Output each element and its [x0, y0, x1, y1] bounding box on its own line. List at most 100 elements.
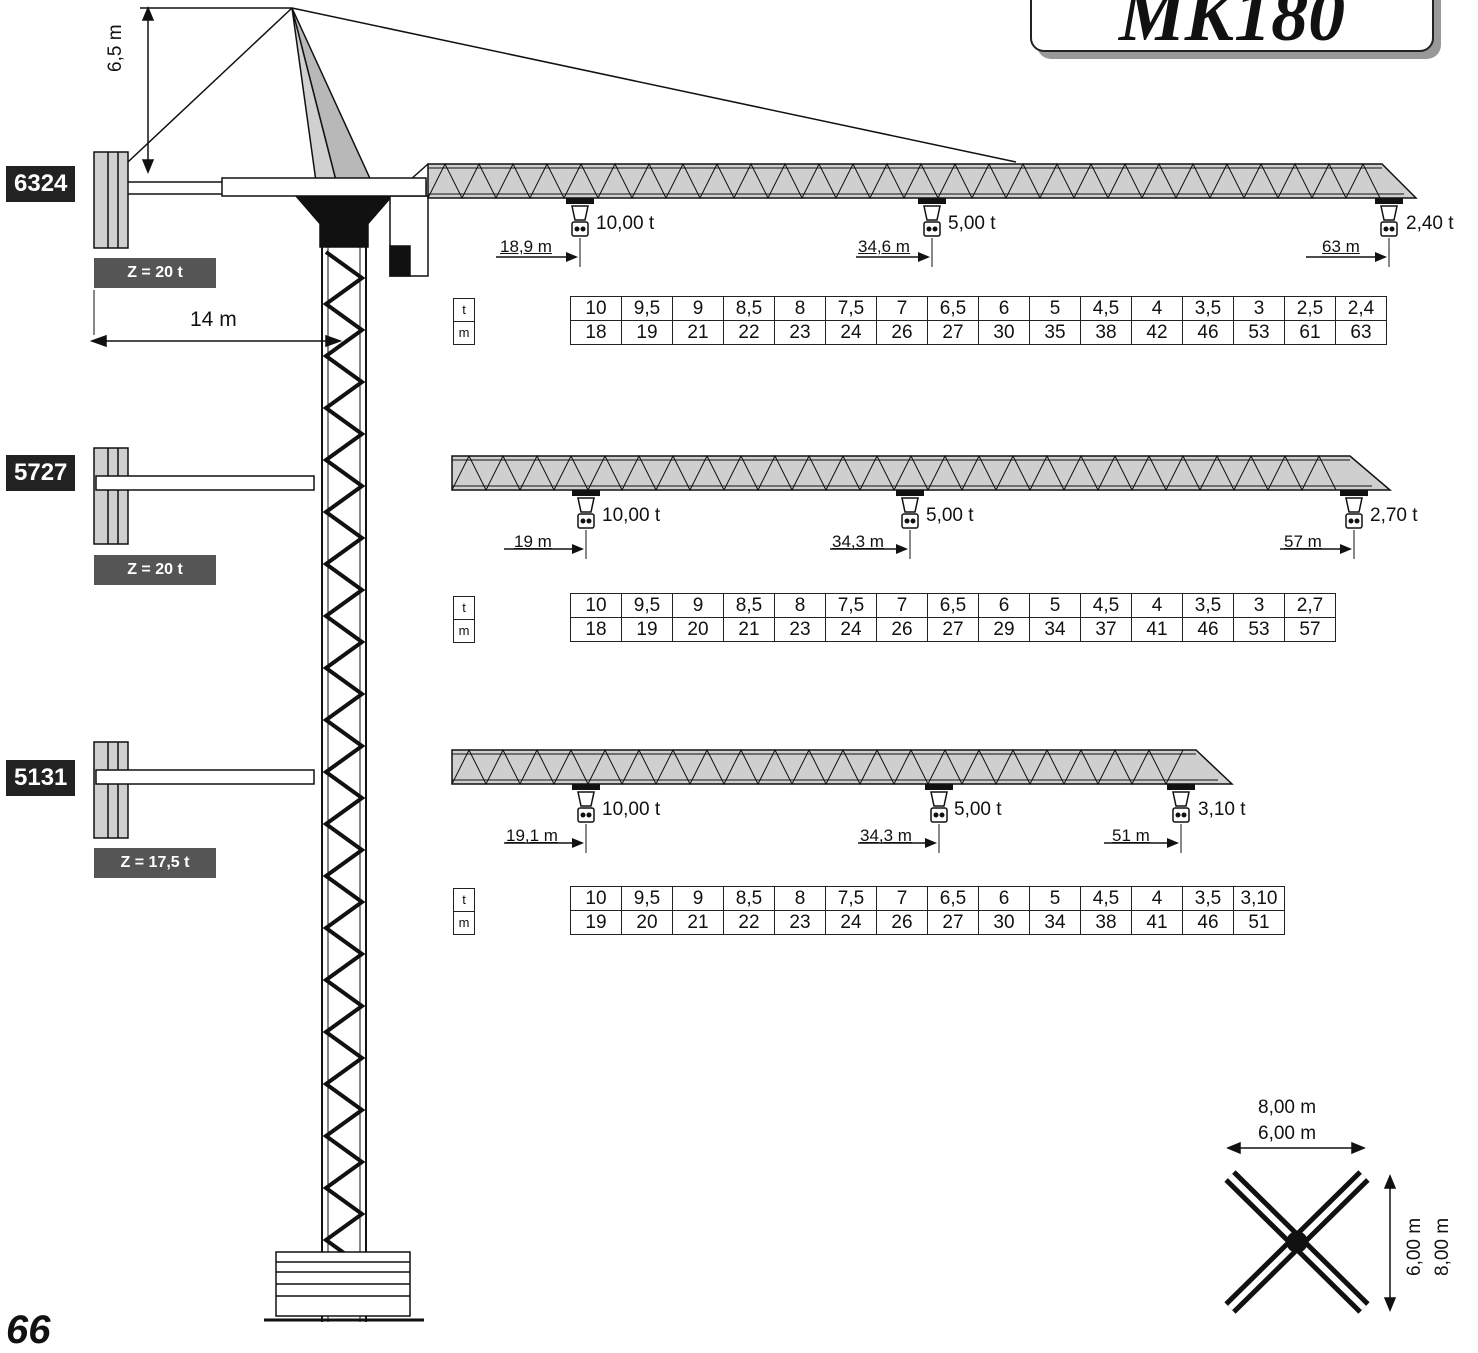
radius-arrow — [504, 824, 587, 853]
base-ballast — [264, 1251, 424, 1322]
tower — [294, 195, 394, 1322]
radius-cell: 53 — [1233, 617, 1285, 642]
trolley-load: 10,00 t — [602, 505, 661, 526]
radius-cell: 29 — [978, 617, 1030, 642]
radius-cell: 21 — [672, 910, 724, 935]
trolley-hook-icon — [918, 198, 946, 237]
radius-cell: 27 — [927, 910, 979, 935]
trolley-hook-icon — [1167, 784, 1195, 823]
load-capacity-cell: 4,5 — [1080, 296, 1132, 321]
unit-m: m — [454, 911, 474, 934]
load-capacity-cell: 9 — [672, 296, 724, 321]
load-capacity-cell: 8 — [774, 296, 826, 321]
radius-cell: 27 — [927, 617, 979, 642]
load-capacity-cell: 2,4 — [1335, 296, 1387, 321]
base-depth-inner: 6,00 m — [1404, 1217, 1425, 1276]
radius-cell: 18 — [570, 320, 622, 345]
counterjib-top — [93, 151, 427, 249]
trolley-radius: 34,3 m — [860, 826, 912, 845]
radius-cell: 22 — [723, 320, 775, 345]
load-capacity-cell: 8,5 — [723, 593, 775, 618]
ballast-5131: Z = 17,5 t — [94, 848, 216, 878]
counterjib-5131 — [93, 741, 315, 839]
trolley-radius: 63 m — [1322, 237, 1360, 256]
radius-cell: 24 — [825, 617, 877, 642]
radius-cell: 27 — [927, 320, 979, 345]
trolley-radius: 18,9 m — [500, 237, 552, 256]
radius-arrow — [858, 824, 940, 853]
radius-cell: 38 — [1080, 320, 1132, 345]
config-label-6324: 6324 — [6, 166, 76, 202]
load-capacity-cell: 9 — [672, 886, 724, 911]
radius-cell: 21 — [723, 617, 775, 642]
radius-cell: 20 — [672, 617, 724, 642]
load-capacity-cell: 10 — [570, 296, 622, 321]
trolley-load: 2,70 t — [1370, 505, 1418, 526]
height-label: 6,5 m — [105, 24, 126, 72]
radius-cell: 18 — [570, 617, 622, 642]
load-capacity-cell: 7 — [876, 593, 928, 618]
ballast-5727: Z = 20 t — [94, 555, 216, 585]
radius-cell: 61 — [1284, 320, 1336, 345]
trolley-radius: 34,6 m — [858, 237, 910, 256]
radius-cell: 23 — [774, 617, 826, 642]
load-capacity-cell: 4 — [1131, 886, 1183, 911]
radius-arrow — [504, 530, 587, 559]
radius-cell: 26 — [876, 617, 928, 642]
base-cross — [1224, 1141, 1397, 1314]
unit-t: t — [462, 302, 466, 317]
load-capacity-cell: 9 — [672, 593, 724, 618]
height-dimension — [141, 6, 155, 174]
trolley-load: 2,40 t — [1406, 213, 1454, 234]
load-capacity-cell: 9,5 — [621, 886, 673, 911]
load-capacity-cell: 9,5 — [621, 296, 673, 321]
radius-arrow — [1104, 824, 1182, 853]
radius-cell: 46 — [1182, 910, 1234, 935]
load-capacity-cell: 3,5 — [1182, 593, 1234, 618]
load-capacity-cell: 3,10 — [1233, 886, 1285, 911]
radius-cell: 19 — [621, 617, 673, 642]
radius-cell: 19 — [621, 320, 673, 345]
load-capacity-cell: 8 — [774, 593, 826, 618]
radius-cell: 37 — [1080, 617, 1132, 642]
unit-legend-5131: t m — [453, 888, 475, 935]
load-capacity-cell: 6 — [978, 886, 1030, 911]
radius-cell: 34 — [1029, 617, 1081, 642]
load-capacity-cell: 3 — [1233, 593, 1285, 618]
unit-m: m — [454, 321, 474, 344]
radius-cell: 30 — [978, 320, 1030, 345]
radius-cell: 30 — [978, 910, 1030, 935]
load-capacity-cell: 10 — [570, 886, 622, 911]
jib-5727 — [451, 454, 1393, 492]
trolley-hook-icon — [896, 490, 924, 529]
trolley-radius: 19,1 m — [506, 826, 558, 845]
radius-cell: 57 — [1284, 617, 1336, 642]
load-capacity-cell: 5 — [1029, 593, 1081, 618]
radius-arrow — [1280, 530, 1355, 559]
counterjib-dimension — [89, 290, 343, 348]
base-width-inner: 6,00 m — [1258, 1123, 1317, 1144]
load-capacity-cell: 10 — [570, 593, 622, 618]
trolley-hook-icon — [1375, 198, 1403, 237]
trolley-hook-icon — [572, 490, 600, 529]
load-capacity-cell: 2,5 — [1284, 296, 1336, 321]
load-capacity-cell: 5 — [1029, 886, 1081, 911]
load-capacity-cell: 3,5 — [1182, 886, 1234, 911]
load-capacity-cell: 3 — [1233, 296, 1285, 321]
trolley-radius: 19 m — [514, 532, 552, 551]
unit-legend-6324: t m — [453, 298, 475, 345]
radius-cell: 26 — [876, 320, 928, 345]
load-capacity-cell: 9,5 — [621, 593, 673, 618]
radius-cell: 51 — [1233, 910, 1285, 935]
jib-6324 — [427, 162, 1418, 200]
jib-5131 — [451, 748, 1234, 786]
page-number: 66 — [6, 1308, 51, 1352]
model-title: MK180 — [1030, 0, 1434, 57]
unit-legend-5727: t m — [453, 596, 475, 643]
trolley-load: 5,00 t — [954, 799, 1002, 820]
trolley-load: 10,00 t — [596, 213, 655, 234]
trolley-hook-icon — [566, 198, 594, 237]
